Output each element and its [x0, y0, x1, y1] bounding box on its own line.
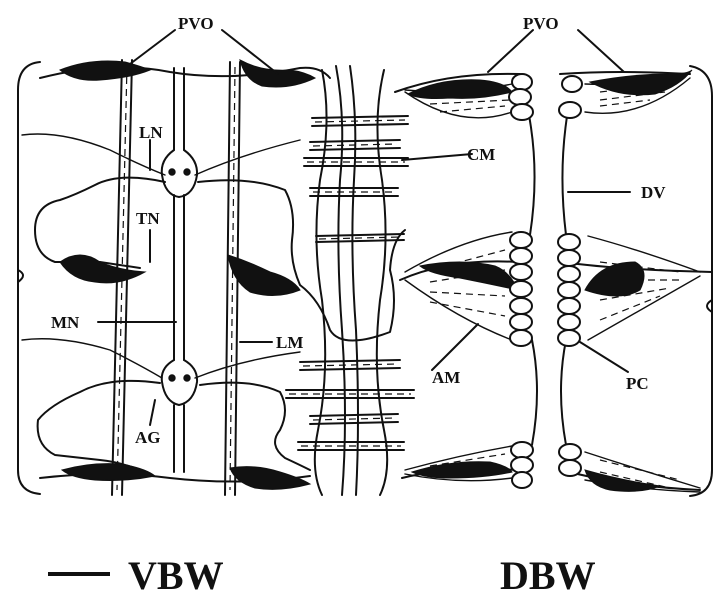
pericardial-cells-bottom: [511, 442, 581, 488]
label-am: AM: [432, 368, 460, 387]
label-ln: LN: [139, 123, 163, 142]
pvo-blob: [60, 61, 150, 80]
dorsal-body-wall: [395, 66, 712, 496]
label-ag: AG: [135, 428, 161, 447]
label-mn: MN: [51, 313, 80, 332]
label-lm: LM: [276, 333, 303, 352]
label-cm: CM: [467, 145, 495, 164]
label-pvo-dorsal: PVO: [523, 14, 559, 33]
pericardial-cells-top: [509, 74, 582, 120]
ventral-segment-line: [195, 140, 300, 175]
dorsal-right-wall: [690, 66, 712, 496]
circular-muscle-band: [286, 66, 414, 495]
pvo-blob: [60, 255, 145, 283]
pvo-blob: [228, 255, 300, 296]
panel-title-dorsal: DBW: [500, 553, 596, 595]
circular-muscle-strands-lower: [286, 360, 414, 450]
ganglion-lower: [162, 360, 197, 405]
ventral-lobe-lower: [38, 381, 160, 470]
label-dv: DV: [641, 183, 666, 202]
ventral-nerve-cord: [174, 68, 184, 472]
pvo-blob: [230, 467, 310, 490]
label-pvo-ventral: PVO: [178, 14, 214, 33]
label-pc: PC: [626, 374, 649, 393]
pvo-blob: [585, 470, 660, 491]
panel-titles: VBW DBW: [48, 553, 596, 595]
pvo-blob: [62, 464, 155, 481]
label-tn: TN: [136, 209, 160, 228]
pvo-blob: [420, 262, 518, 290]
ventral-segment-line: [195, 352, 300, 378]
ventral-segment-line: [22, 339, 162, 378]
ventral-lobe-lower-right: [200, 383, 310, 470]
pvo-blob: [585, 262, 644, 296]
leader-lines: [98, 30, 630, 425]
alary-muscle-middle: [405, 232, 700, 340]
ganglion-upper: [162, 150, 197, 197]
pericardial-cells-middle: [510, 232, 580, 346]
panel-title-ventral: VBW: [128, 553, 224, 595]
